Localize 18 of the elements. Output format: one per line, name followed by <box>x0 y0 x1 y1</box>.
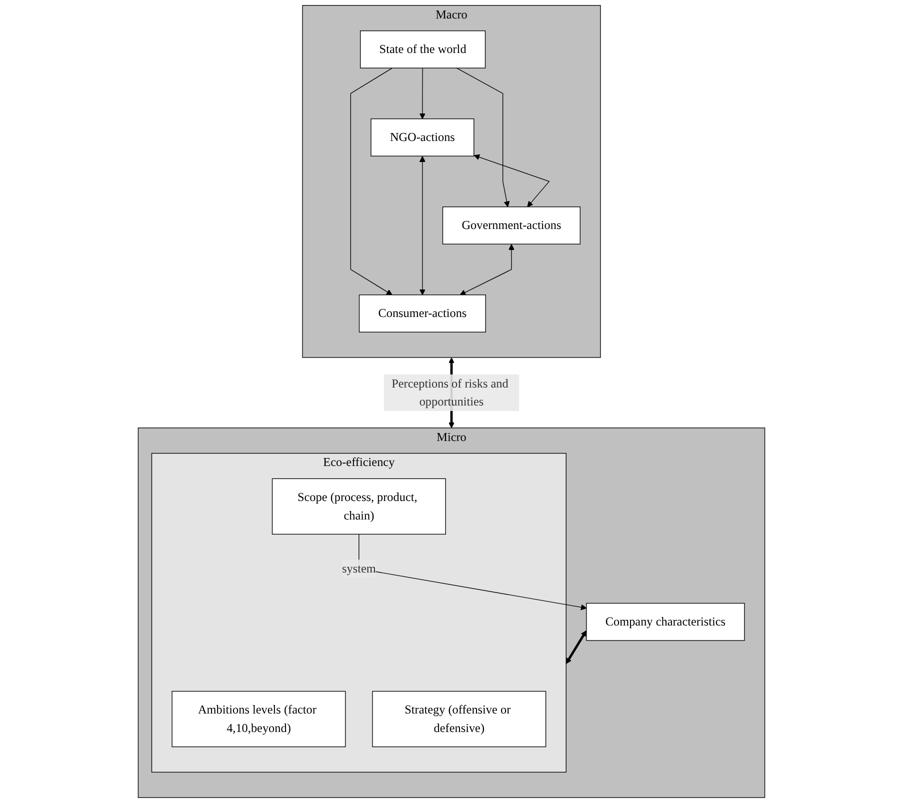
arrow <box>474 154 550 208</box>
node-box: Consumer-actions <box>358 294 486 332</box>
edge-label: Perceptions of risks and opportunities <box>392 376 508 408</box>
arrow <box>566 630 587 664</box>
node-box: Strategy (offensive or defensive) <box>372 690 546 748</box>
node-box: Ambitions levels (factor 4,10,beyond) <box>172 690 346 748</box>
edge-label: system <box>342 562 376 576</box>
arrow <box>350 68 393 296</box>
node-box: NGO-actions <box>370 118 474 156</box>
arrow <box>456 68 510 208</box>
arrow <box>358 534 587 610</box>
arrow <box>419 68 426 120</box>
arrow <box>460 244 514 296</box>
arrow <box>419 156 426 296</box>
node-box: Scope (process, product, chain) <box>272 478 446 535</box>
node-box: State of the world <box>360 30 486 68</box>
node-box: Company characteristics <box>586 602 745 641</box>
node-box: Government-actions <box>442 206 580 244</box>
